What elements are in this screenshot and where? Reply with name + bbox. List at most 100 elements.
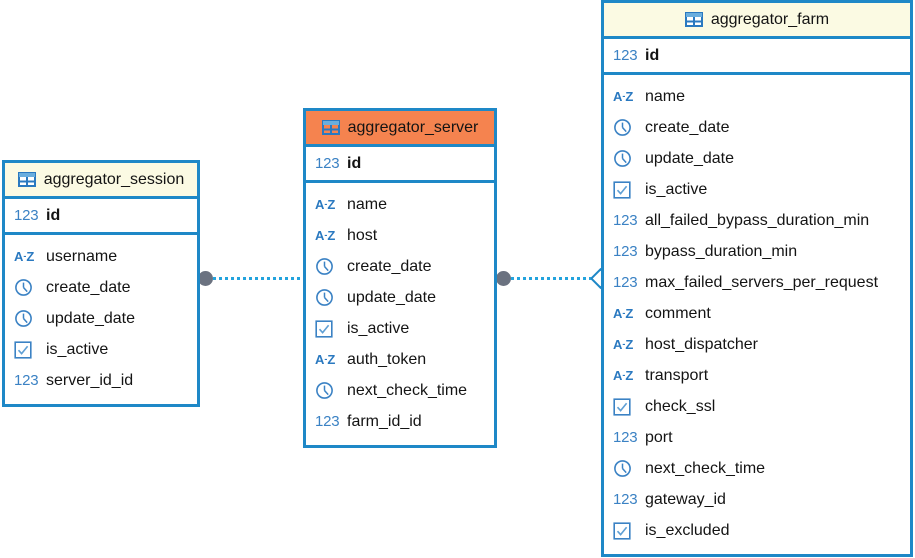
field-row[interactable]: update_date [613,143,910,174]
field-label: port [645,428,673,446]
entity-primary-key-row[interactable]: 123 id [5,199,197,235]
field-label: next_check_time [347,381,468,399]
field-label: id [645,46,660,64]
field-row[interactable]: is_excluded [613,515,910,546]
field-label: auth_token [347,350,427,368]
text-az-icon: A-Z [315,352,336,367]
checkbox-icon [613,180,637,199]
entity-primary-key-row[interactable]: 123 id [306,147,494,183]
relationship-line-dotted [511,276,593,280]
field-label: username [46,247,118,265]
field-label: update_date [645,149,734,167]
relationship-endpoint-filled-circle [496,270,511,286]
field-label: next_check_time [645,459,766,477]
field-row[interactable]: 123 max_failed_servers_per_request [613,267,910,298]
field-label: farm_id_id [347,412,422,430]
text-az-icon: A-Z [613,306,634,321]
entity-table-aggregator-server[interactable]: aggregator_server 123 id A-Z name A-Z ho… [303,108,497,448]
number-123-icon: 123 [315,413,340,430]
field-row[interactable]: create_date [14,272,197,303]
field-row[interactable]: is_active [613,174,910,205]
field-row[interactable]: A-Z transport [613,360,910,391]
number-123-icon: 123 [613,491,638,508]
relationship-session-to-server[interactable] [198,268,308,288]
field-label: id [46,206,61,224]
field-row[interactable]: A-Z host_dispatcher [613,329,910,360]
field-row[interactable]: A-Z comment [613,298,910,329]
entity-field-list: A-Z name A-Z host create_date update_dat… [306,183,494,445]
number-123-icon: 123 [613,212,638,229]
relationship-endpoint-filled-circle [198,270,213,286]
field-label: id [347,154,362,172]
field-row[interactable]: next_check_time [315,375,494,406]
relationship-line-dotted [213,276,308,280]
field-label: bypass_duration_min [645,242,798,260]
field-label: create_date [645,118,730,136]
field-row[interactable]: check_ssl [613,391,910,422]
number-123-icon: 123 [14,207,39,224]
entity-header-aggregator-session[interactable]: aggregator_session [5,163,197,199]
entity-header-aggregator-server[interactable]: aggregator_server [306,111,494,147]
field-row[interactable]: next_check_time [613,453,910,484]
number-123-icon: 123 [315,155,340,172]
field-row[interactable]: update_date [14,303,197,334]
text-az-icon: A-Z [315,228,336,243]
number-123-icon: 123 [613,47,638,64]
clock-icon [613,149,637,168]
field-row[interactable]: 123 farm_id_id [315,406,494,437]
clock-icon [315,257,339,276]
field-row[interactable]: update_date [315,282,494,313]
field-label: all_failed_bypass_duration_min [645,211,870,229]
entity-title: aggregator_server [347,118,479,136]
text-az-icon: A-Z [613,337,634,352]
checkbox-icon [613,397,637,416]
field-label: server_id_id [46,371,134,389]
field-row[interactable]: is_active [14,334,197,365]
entity-field-list: A-Z username create_date update_date is_… [5,235,197,404]
field-label: comment [645,304,711,322]
field-label: update_date [46,309,135,327]
field-row[interactable]: create_date [613,112,910,143]
checkbox-icon [14,340,38,359]
field-row[interactable]: 123 port [613,422,910,453]
field-label: is_active [46,340,109,358]
number-123-icon: 123 [613,243,638,260]
text-az-icon: A-Z [315,197,336,212]
field-label: name [347,195,388,213]
field-label: host [347,226,378,244]
entity-title: aggregator_session [43,170,185,188]
field-label: max_failed_servers_per_request [645,273,879,291]
field-label: check_ssl [645,397,716,415]
entity-primary-key-row[interactable]: 123 id [604,39,910,75]
field-row[interactable]: A-Z auth_token [315,344,494,375]
field-label: is_excluded [645,521,730,539]
clock-icon [613,459,637,478]
checkbox-icon [613,521,637,540]
field-row[interactable]: A-Z name [613,81,910,112]
field-row[interactable]: is_active [315,313,494,344]
clock-icon [14,309,38,328]
field-label: is_active [347,319,410,337]
field-row[interactable]: A-Z username [14,241,197,272]
field-row[interactable]: 123 bypass_duration_min [613,236,910,267]
clock-icon [315,288,339,307]
entity-header-aggregator-farm[interactable]: aggregator_farm [604,3,910,39]
entity-table-aggregator-session[interactable]: aggregator_session 123 id A-Z username c… [2,160,200,407]
field-label: transport [645,366,709,384]
field-label: create_date [46,278,131,296]
entity-title: aggregator_farm [710,10,830,28]
text-az-icon: A-Z [613,368,634,383]
table-grid-icon [684,12,703,27]
field-row[interactable]: A-Z name [315,189,494,220]
text-az-icon: A-Z [14,249,35,264]
field-label: create_date [347,257,432,275]
entity-table-aggregator-farm[interactable]: aggregator_farm 123 id A-Z name create_d… [601,0,913,557]
field-label: is_active [645,180,708,198]
field-row[interactable]: A-Z host [315,220,494,251]
field-label: host_dispatcher [645,335,758,353]
relationship-server-to-farm[interactable] [496,267,612,289]
field-row[interactable]: 123 all_failed_bypass_duration_min [613,205,910,236]
field-row[interactable]: 123 server_id_id [14,365,197,396]
field-row[interactable]: create_date [315,251,494,282]
field-row[interactable]: 123 gateway_id [613,484,910,515]
